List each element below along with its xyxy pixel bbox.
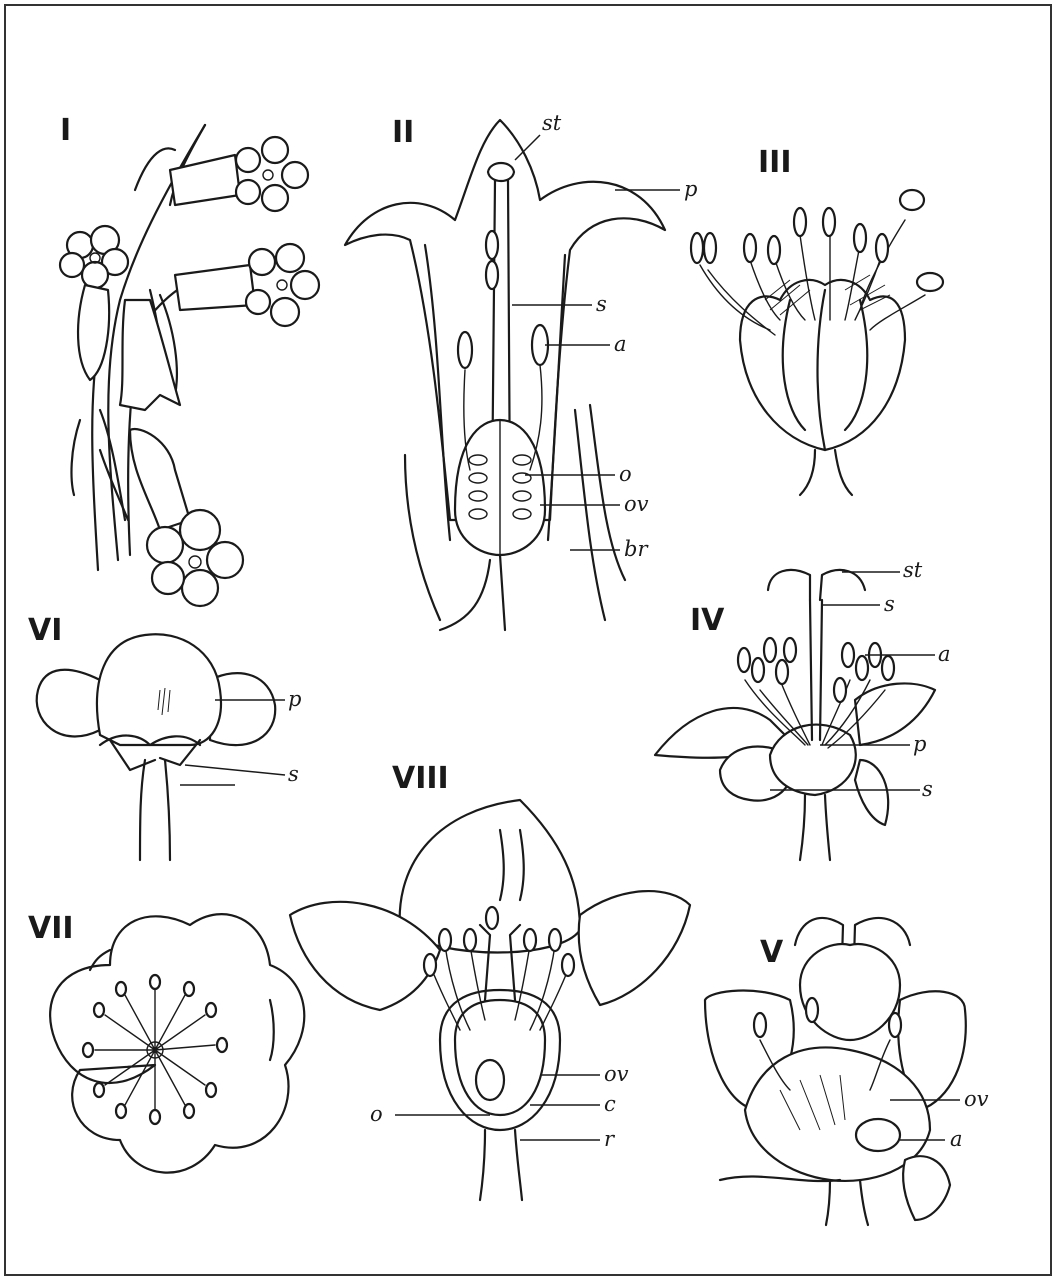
label-ii-s: s — [596, 292, 607, 316]
label-viii-o: o — [370, 1102, 383, 1126]
label-ii-o: o — [619, 462, 632, 486]
label-iv-p: p — [913, 732, 926, 756]
label-viii-r: r — [604, 1127, 616, 1151]
label-iv-s-style: s — [884, 592, 895, 616]
label-ii-ov: ov — [624, 492, 649, 516]
label-iv-st: st — [903, 558, 923, 582]
figure-vi-flower: VI p s — [28, 613, 301, 860]
figure-i-flower-left — [60, 226, 128, 288]
figure-vi-numeral: VI — [28, 613, 62, 648]
figure-vii-flower: VII — [28, 911, 304, 1173]
figure-i-flower-top — [236, 137, 308, 211]
label-v-a: a — [950, 1127, 963, 1151]
label-ii-st: st — [542, 111, 562, 135]
figure-iii-numeral: III — [758, 145, 792, 180]
figure-v-section: V ov a — [705, 918, 989, 1225]
label-iv-s-sepal: s — [922, 777, 933, 801]
label-viii-c: c — [604, 1092, 616, 1116]
label-ii-a: a — [614, 332, 627, 356]
label-ii-p: p — [684, 177, 697, 201]
label-v-ov: ov — [964, 1087, 989, 1111]
label-iv-a: a — [938, 642, 951, 666]
label-vi-p: p — [288, 687, 301, 711]
figure-vii-numeral: VII — [28, 911, 74, 946]
figure-i-numeral: I — [60, 113, 71, 148]
figure-iii-anthers — [691, 190, 943, 291]
figure-viii-numeral: VIII — [392, 761, 449, 796]
figure-v-numeral: V — [760, 935, 784, 970]
figure-iii-flower: III — [691, 145, 943, 495]
figure-iv-flower: IV — [655, 558, 951, 860]
figure-viii-section: VIII — [290, 761, 690, 1200]
figure-i-shoot: I — [60, 113, 319, 606]
label-ii-br: br — [624, 537, 649, 561]
figure-i-flower-middle — [246, 244, 319, 326]
label-viii-ov: ov — [604, 1062, 629, 1086]
label-vi-s: s — [288, 762, 299, 786]
figure-iv-numeral: IV — [690, 603, 725, 638]
figure-ii-numeral: II — [392, 115, 414, 150]
figure-ii-section: II — [345, 111, 697, 630]
